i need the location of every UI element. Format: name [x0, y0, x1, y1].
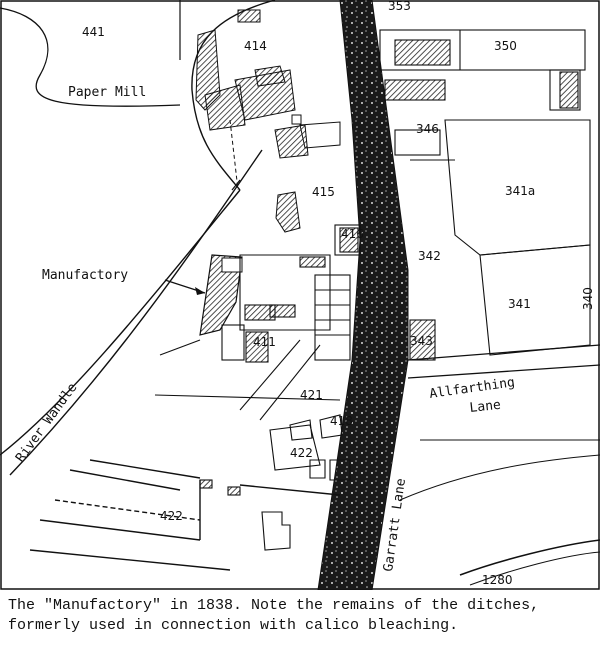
river-bank-right — [9, 149, 263, 476]
plot-415-building — [275, 191, 301, 233]
plot-343: 343 — [410, 334, 433, 348]
plot-422-south: 422 — [160, 509, 183, 523]
plot-341: 341 — [508, 297, 531, 311]
plot-350: 350 — [494, 39, 517, 53]
plot-341a: 341a — [505, 184, 535, 198]
plot-441: 441 — [82, 25, 105, 39]
plot-422: 422 — [290, 446, 313, 460]
se-track-2 — [469, 551, 600, 586]
field-boundary-441 — [0, 7, 181, 107]
se-path — [399, 454, 600, 501]
allfarthing-label-line2: Lane — [469, 398, 502, 416]
leat — [229, 119, 239, 191]
se-track — [459, 539, 600, 576]
plot-421: 421 — [300, 388, 323, 402]
east-plots — [379, 29, 591, 361]
manufactory-label: Manufactory — [42, 268, 128, 283]
paper-mill-buildings — [195, 9, 341, 159]
garratt-lane-road — [317, 0, 409, 590]
ditches — [29, 459, 341, 571]
river-bank-upper-left — [191, 0, 276, 191]
plot-346: 346 — [416, 122, 439, 136]
plot-342: 342 — [418, 249, 441, 263]
plot-414: 414 — [244, 39, 267, 53]
west-road-plots — [221, 224, 361, 363]
historic-map: Paper Mill Manufactory River Wandle Allf… — [0, 0, 600, 590]
manufactory-building — [199, 254, 243, 336]
map-caption: The "Manufactory" in 1838. Note the rema… — [8, 597, 549, 634]
plot-353: 353 — [388, 0, 411, 13]
river-wandle-label: River Wandle — [13, 380, 80, 465]
paper-mill-label: Paper Mill — [68, 85, 146, 100]
manufactory-arrowhead — [195, 287, 205, 295]
allfarthing-label-line1: Allfarthing — [428, 375, 515, 402]
plot-415: 415 — [312, 185, 335, 199]
plot-340: 340 — [581, 287, 595, 310]
south-area — [154, 339, 351, 551]
plot-416: 416 — [341, 227, 364, 241]
map-frame — [0, 0, 600, 590]
plot-411: 411 — [253, 335, 276, 349]
plot-1280: 1280 — [482, 573, 513, 587]
plot-418: 418 — [330, 414, 353, 428]
allfarthing-lane-edge-bottom — [407, 364, 600, 379]
river-bank-mark — [231, 179, 241, 191]
